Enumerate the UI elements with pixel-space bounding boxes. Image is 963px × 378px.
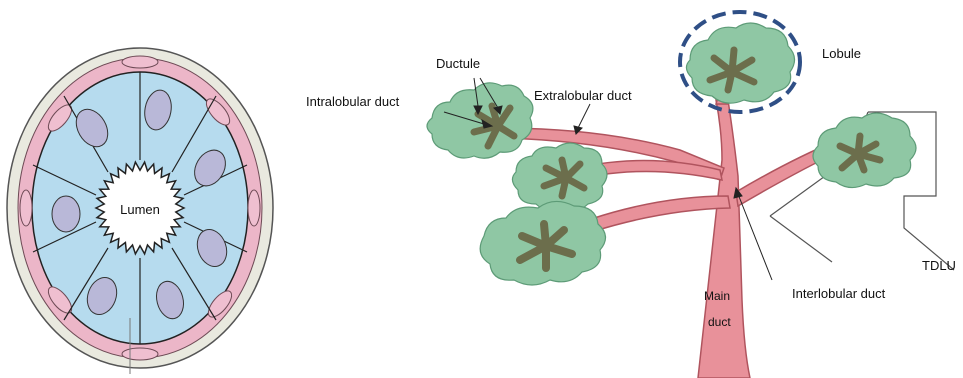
ductal-tree: Ductule Intralobular duct Extralobular d… [306,12,956,378]
label-tdlu: TDLU [922,258,956,273]
lobule-lower-left [480,201,605,285]
lobule-right [813,113,916,188]
label-ductule: Ductule [436,56,480,71]
label-extralobular-duct: Extralobular duct [534,88,632,103]
label-interlobular-duct: Interlobular duct [792,286,886,301]
tdlu-bracket-bottom [770,216,832,262]
main-duct [698,100,750,378]
lobule-top [686,23,794,103]
label-main-duct-line1: Main [704,289,730,303]
label-main-duct-line2: duct [708,315,731,329]
label-lobule: Lobule [822,46,861,61]
lobule-mid-left [512,143,607,210]
label-intralobular-duct: Intralobular duct [306,94,400,109]
duct-cross-section: Lumen [7,48,273,374]
lumen-label: Lumen [120,202,160,217]
lobule-upper-left [427,83,533,158]
